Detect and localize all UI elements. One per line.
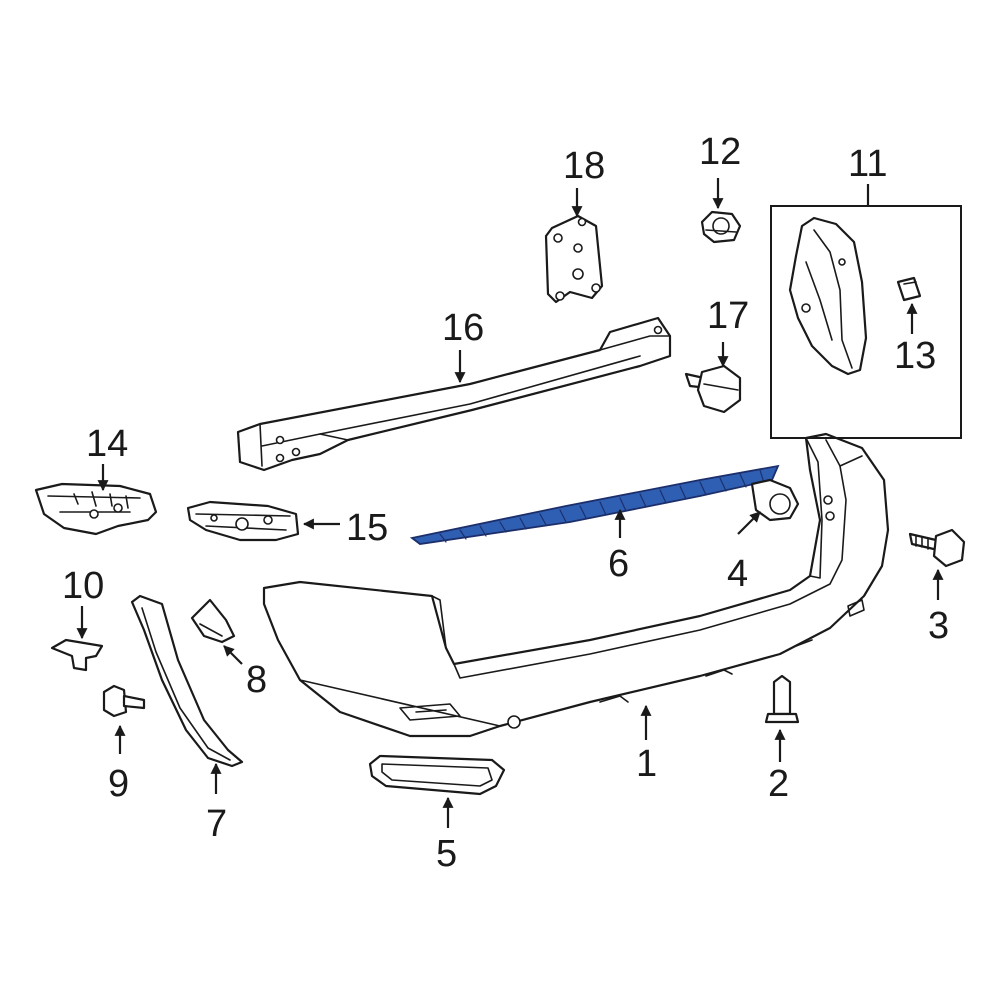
- part-10-clip[interactable]: [50, 638, 104, 672]
- part-7-extension[interactable]: [130, 594, 244, 768]
- part-15-bracket[interactable]: [186, 500, 300, 542]
- part-3-bolt[interactable]: [908, 528, 966, 568]
- part-11-box: [770, 205, 962, 439]
- callout-14: 14: [86, 423, 128, 465]
- callout-16: 16: [442, 307, 484, 349]
- part-11-bracket[interactable]: [788, 216, 868, 376]
- callout-8: 8: [246, 659, 267, 701]
- callout-2: 2: [768, 763, 789, 805]
- callout-1: 1: [636, 743, 657, 785]
- callout-12: 12: [699, 131, 741, 173]
- callout-15: 15: [346, 507, 388, 549]
- callout-17: 17: [707, 295, 749, 337]
- part-14-bracket[interactable]: [34, 482, 158, 536]
- part-12-nut[interactable]: [700, 210, 742, 244]
- part-13-clip[interactable]: [896, 276, 922, 302]
- part-16-reinforcement-beam[interactable]: [236, 316, 672, 472]
- part-8-bracket[interactable]: [190, 598, 236, 644]
- part-17-bolt[interactable]: [684, 364, 742, 414]
- part-5-reflector[interactable]: [368, 754, 506, 796]
- leader-lines: [76, 178, 944, 828]
- callout-5: 5: [436, 833, 457, 875]
- part-1-bumper-cover[interactable]: [262, 432, 890, 738]
- callout-4: 4: [727, 553, 748, 595]
- callout-13: 13: [894, 335, 936, 377]
- callout-18: 18: [563, 145, 605, 187]
- part-18-bracket[interactable]: [544, 214, 604, 304]
- part-2-push-clip[interactable]: [764, 674, 800, 724]
- callout-3: 3: [928, 605, 949, 647]
- callout-9: 9: [108, 763, 129, 805]
- callout-7: 7: [206, 803, 227, 845]
- callout-labels: 18 12 11 13 17 16 14 15 6 4 3 10 8 9 1 2…: [62, 131, 949, 875]
- callout-10: 10: [62, 565, 104, 607]
- part-9-screw[interactable]: [102, 684, 146, 718]
- callout-6: 6: [608, 543, 629, 585]
- callout-11: 11: [848, 143, 887, 185]
- part-6-step-pad[interactable]: [409, 464, 780, 545]
